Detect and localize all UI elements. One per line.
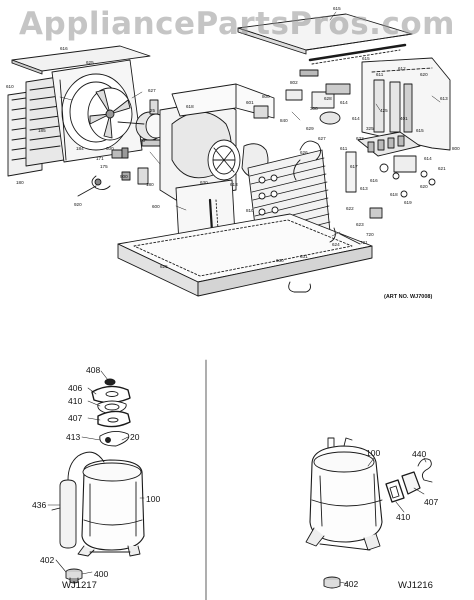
part-label: 184 [76, 146, 84, 151]
part-label: 613 [360, 186, 368, 191]
part-label: 600 [152, 204, 160, 209]
part-label: 601 [246, 100, 254, 105]
part-label: 175 [100, 164, 108, 169]
part-label: 611 [340, 146, 348, 151]
part-label: 623 [356, 222, 364, 227]
part-label: 619 [404, 200, 412, 205]
part-label: 625 [86, 60, 94, 65]
part-label: 620 [420, 72, 428, 77]
top-cover-panel [237, 13, 413, 65]
part-label: 615 [362, 56, 370, 61]
part-label: 800 [452, 146, 460, 151]
part-label: 610 [6, 84, 14, 89]
part-label: 621 [438, 166, 446, 171]
part-label-100-right: 100 [366, 448, 380, 458]
part-label-402: 402 [40, 555, 54, 565]
part-label: 308 [310, 106, 318, 111]
part-label: 180 [146, 182, 154, 187]
part-label-406: 406 [68, 383, 82, 393]
compressor-wj1217: 408 406 410 407 413 20 100 436 402 400 [32, 365, 160, 584]
part-label: 920 [74, 202, 82, 207]
unit-part-labels: 615 616 625 610 627 618 185 184 180 600 … [6, 6, 460, 269]
part-label: 600 [106, 146, 114, 151]
part-label-407-right: 407 [424, 497, 438, 507]
part-label: 180 [16, 180, 24, 185]
part-label: 628 [324, 96, 332, 101]
part-label: 615 [333, 6, 341, 11]
part-label: 616 [370, 178, 378, 183]
part-label: 613 [230, 182, 238, 187]
part-label: 614 [424, 156, 432, 161]
part-label: 618 [186, 104, 194, 109]
part-label-413: 413 [66, 432, 80, 442]
part-label-407: 407 [68, 413, 82, 423]
part-label-408: 408 [86, 365, 100, 375]
part-label: 627 [318, 136, 326, 141]
part-label: 613 [440, 96, 448, 101]
unit-leader-lines [59, 11, 441, 237]
part-label: 800 [262, 94, 270, 99]
part-label: 617 [350, 164, 358, 169]
part-label: 325 [366, 126, 374, 131]
part-label: 401 [400, 116, 408, 121]
capacitor-and-clips [77, 147, 149, 197]
part-label: 171 [96, 156, 104, 161]
part-label: 630 [200, 180, 208, 185]
part-label-440: 440 [412, 449, 426, 459]
part-label: 616 [60, 46, 68, 51]
part-label: 627 [148, 88, 156, 93]
compressor-wj1216: 100 440 407 410 402 [305, 437, 438, 589]
art-number: (ART NO. WJ7008) [384, 294, 433, 300]
part-label: 614 [340, 100, 348, 105]
part-label: 185 [38, 128, 46, 133]
unit-exploded-view: 615 616 625 610 627 618 185 184 180 600 … [6, 6, 460, 297]
part-label: 615 [416, 128, 424, 133]
part-label: 622 [346, 206, 354, 211]
part-label: 626 [300, 150, 308, 155]
part-label: 425 [380, 108, 388, 113]
fan-shroud [51, 59, 143, 163]
blower-scroll [159, 99, 269, 201]
part-label: 618 [390, 192, 398, 197]
part-label: 614 [352, 116, 360, 121]
part-label: 840 [280, 118, 288, 123]
part-label: 624 [332, 242, 340, 247]
part-label: 611 [376, 72, 384, 77]
part-label: 632 [356, 136, 364, 141]
part-label: 630 [276, 258, 284, 263]
partition-panel [171, 83, 275, 119]
part-label: 625 [160, 264, 168, 269]
relay-components [253, 69, 383, 245]
part-label: 629 [306, 126, 314, 131]
control-housing [357, 57, 451, 198]
part-label: 900 [120, 174, 128, 179]
part-label: 50 [140, 138, 146, 143]
part-label-436: 436 [32, 500, 46, 510]
part-label: 802 [290, 80, 298, 85]
part-label: 620 [420, 184, 428, 189]
top-left-panel [11, 45, 151, 75]
part-label-20: 20 [130, 432, 140, 442]
part-label-400: 400 [94, 569, 108, 579]
part-label: 721 [360, 240, 368, 245]
part-label-100: 100 [146, 494, 160, 504]
part-label: 25 [150, 108, 156, 113]
base-pan [117, 213, 373, 297]
compressor-code-right: WJ1216 [398, 580, 433, 591]
part-label-410: 410 [68, 396, 82, 406]
part-label: 720 [366, 232, 374, 237]
part-label-410-right: 410 [396, 512, 410, 522]
part-label: 810 [246, 208, 254, 213]
part-label-402-right: 402 [344, 579, 358, 589]
compressor-code-left: WJ1217 [62, 580, 97, 591]
part-label: 612 [398, 66, 406, 71]
part-label: 631 [300, 254, 308, 259]
